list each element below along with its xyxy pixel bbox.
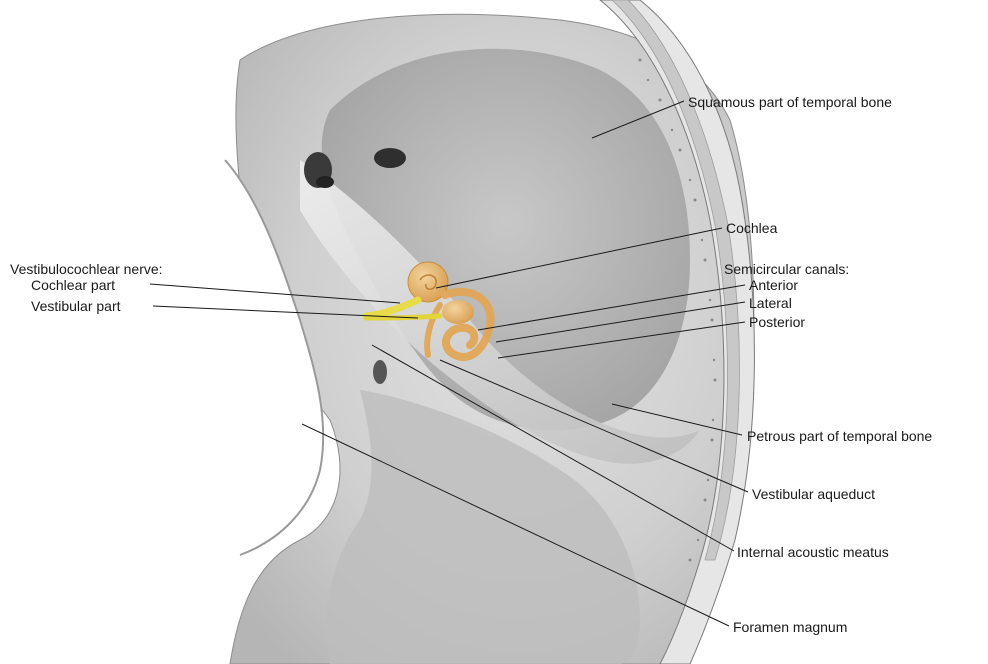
label-cochlea: Cochlea [726,220,777,236]
label-anterior: Anterior [749,277,798,293]
label-internal-acoustic-meatus: Internal acoustic meatus [737,544,889,560]
label-semicircular-canals: Semicircular canals: [724,261,849,277]
label-petrous-part: Petrous part of temporal bone [747,428,932,444]
label-foramen-magnum: Foramen magnum [733,619,847,635]
label-vestibulocochlear-nerve: Vestibulocochlear nerve: [10,261,163,277]
label-cochlear-part: Cochlear part [31,277,115,293]
foramen-dark-4 [373,360,387,384]
label-vestibular-part: Vestibular part [31,298,121,314]
label-lateral: Lateral [749,295,792,311]
foramen-dark-2 [374,148,406,168]
label-posterior: Posterior [749,314,805,330]
label-squamous-part: Squamous part of temporal bone [688,94,892,110]
foramen-dark-3 [316,176,334,188]
label-vestibular-aqueduct: Vestibular aqueduct [752,486,875,502]
